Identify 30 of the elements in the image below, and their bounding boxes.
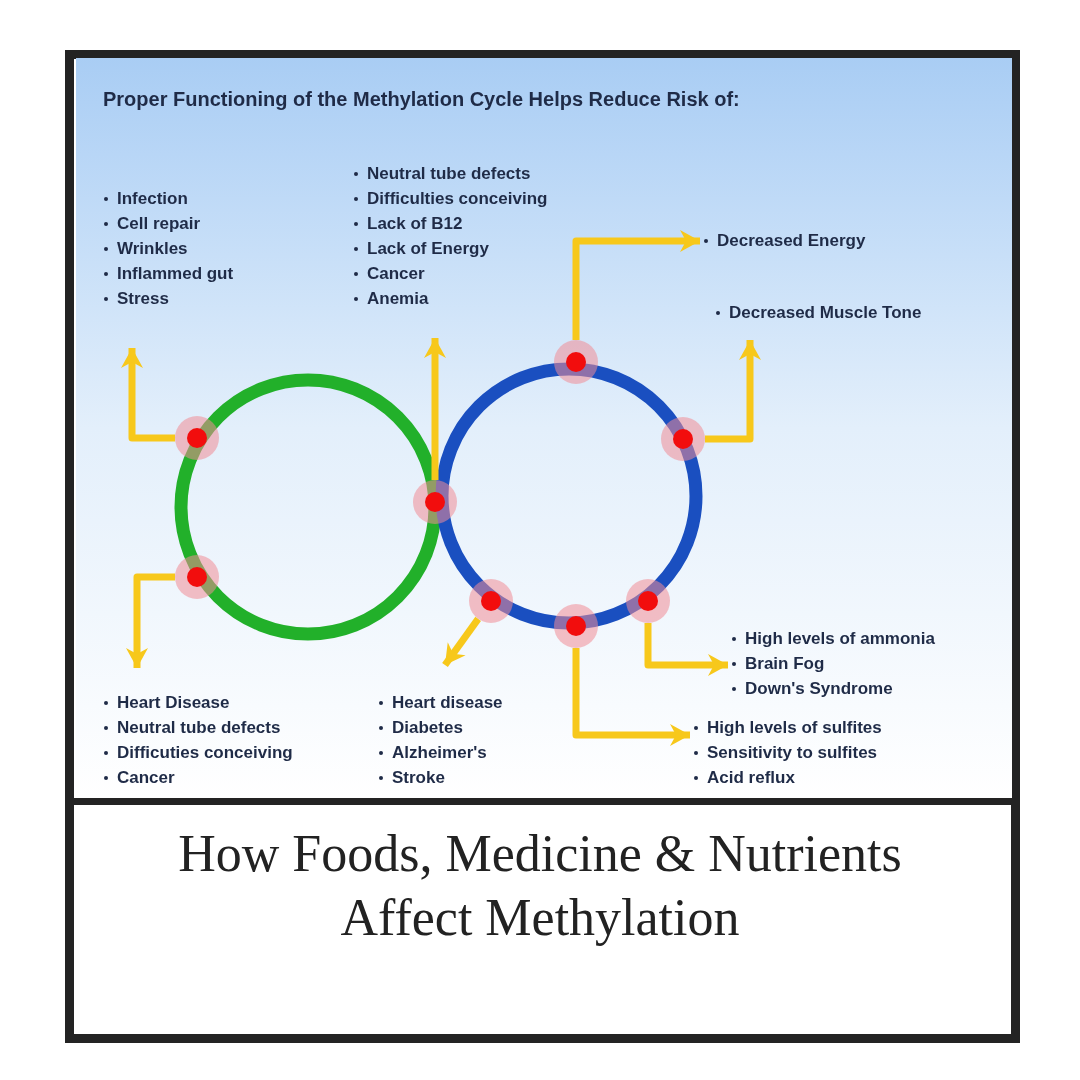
- list-item: High levels of sulfites: [707, 717, 882, 739]
- list-item: Heart disease: [392, 692, 503, 714]
- list-item: Acid reflux: [707, 767, 795, 789]
- list-item: Difficuties conceiving: [117, 742, 293, 764]
- list-item: Cancer: [367, 263, 425, 285]
- diagram-title: Proper Functioning of the Methylation Cycle Helps Reduce Risk of:: [103, 87, 740, 112]
- list-item: Decreased Energy: [717, 230, 866, 252]
- list-item: Cell repair: [117, 213, 201, 235]
- list-item: Anemia: [367, 288, 429, 310]
- list-item: Down's Syndrome: [745, 678, 893, 700]
- list-item: Heart Disease: [117, 692, 230, 714]
- list-item: Brain Fog: [745, 653, 825, 675]
- list-item: Infection: [117, 188, 188, 210]
- list-item: Wrinkles: [117, 238, 188, 260]
- list-item: Cancer: [117, 767, 175, 789]
- arrow: [442, 616, 481, 668]
- list-item: Lack of B12: [367, 213, 463, 235]
- list-item: Neutral tube defects: [117, 717, 281, 739]
- list-item: Stroke: [392, 767, 445, 789]
- list-item: Diabetes: [392, 717, 463, 739]
- list-item: Decreased Muscle Tone: [729, 302, 922, 324]
- list-item: High levels of ammonia: [745, 628, 935, 650]
- caption: How Foods, Medicine & Nutrients Affect Methylation: [177, 824, 903, 948]
- list-item: Lack of Energy: [367, 238, 489, 260]
- list-item: Sensitivity to sulfites: [707, 742, 878, 764]
- list-item: Stress: [117, 288, 169, 310]
- list-item: Alzheimer's: [392, 742, 487, 764]
- list-item: Difficulties conceiving: [367, 188, 548, 210]
- list-item: Inflammed gut: [117, 263, 234, 285]
- list-item: Neutral tube defects: [367, 163, 531, 185]
